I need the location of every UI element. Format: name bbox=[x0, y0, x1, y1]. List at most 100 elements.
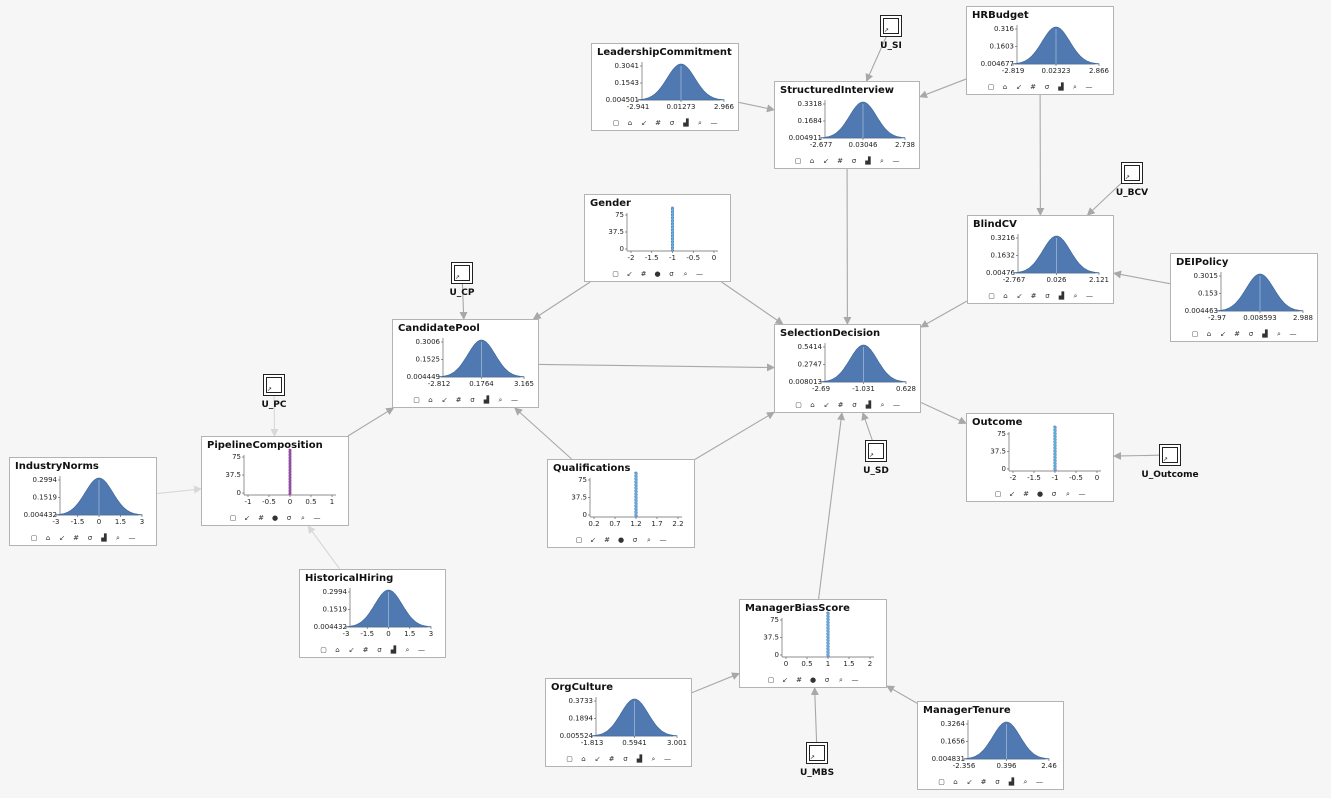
magnifier-icon[interactable]: ⌕ bbox=[839, 676, 843, 684]
arrow-icon[interactable]: ↙ bbox=[782, 676, 788, 684]
dot-icon[interactable]: ● bbox=[654, 270, 661, 278]
square-icon[interactable]: ▢ bbox=[413, 396, 420, 404]
magnifier-icon[interactable]: ⌕ bbox=[1277, 330, 1281, 338]
arrow-icon[interactable]: ↙ bbox=[641, 119, 647, 127]
magnifier-icon[interactable]: ⌕ bbox=[1066, 490, 1070, 498]
dash-icon[interactable]: — bbox=[1036, 778, 1043, 786]
sigma-icon[interactable]: σ bbox=[824, 676, 830, 684]
dash-icon[interactable]: — bbox=[696, 270, 703, 278]
arrow-icon[interactable]: ↙ bbox=[823, 401, 830, 409]
dash-icon[interactable]: — bbox=[892, 157, 900, 165]
sigma-icon[interactable]: σ bbox=[623, 755, 628, 763]
square-icon[interactable]: ▢ bbox=[229, 514, 237, 522]
sigma-icon[interactable]: σ bbox=[852, 401, 857, 409]
hash-icon[interactable]: # bbox=[640, 270, 647, 278]
card-icon[interactable]: ⌂ bbox=[627, 119, 633, 127]
bars-icon[interactable]: ▟ bbox=[390, 646, 397, 654]
magnifier-icon[interactable]: ⌕ bbox=[647, 536, 651, 544]
magnifier-icon[interactable]: ⌕ bbox=[880, 401, 885, 409]
sigma-icon[interactable]: σ bbox=[1044, 83, 1050, 91]
hash-icon[interactable]: # bbox=[608, 755, 615, 763]
hash-icon[interactable]: # bbox=[73, 534, 79, 542]
bars-icon[interactable]: ▟ bbox=[1262, 330, 1268, 338]
dot-icon[interactable]: ● bbox=[271, 514, 279, 522]
hash-icon[interactable]: # bbox=[1023, 490, 1029, 498]
dash-icon[interactable]: — bbox=[710, 119, 718, 127]
square-icon[interactable]: ▢ bbox=[938, 778, 945, 786]
bars-icon[interactable]: ▟ bbox=[683, 119, 689, 127]
magnifier-icon[interactable]: ⌕ bbox=[301, 514, 305, 522]
dot-icon[interactable]: ● bbox=[1036, 490, 1044, 498]
bars-icon[interactable]: ▟ bbox=[636, 755, 643, 763]
node-u-cp[interactable]: ↗ bbox=[451, 262, 473, 284]
sigma-icon[interactable]: σ bbox=[995, 778, 1000, 786]
bars-icon[interactable]: ▟ bbox=[1058, 292, 1065, 300]
sigma-icon[interactable]: σ bbox=[632, 536, 638, 544]
hash-icon[interactable]: # bbox=[796, 676, 802, 684]
hash-icon[interactable]: # bbox=[455, 396, 462, 404]
card-icon[interactable]: ⌂ bbox=[428, 396, 433, 404]
arrow-icon[interactable]: ↙ bbox=[348, 646, 355, 654]
square-icon[interactable]: ▢ bbox=[767, 676, 775, 684]
dot-icon[interactable]: ● bbox=[617, 536, 625, 544]
arrow-icon[interactable]: ↙ bbox=[590, 536, 596, 544]
card-icon[interactable]: ⌂ bbox=[335, 646, 340, 654]
magnifier-icon[interactable]: ⌕ bbox=[1073, 292, 1078, 300]
square-icon[interactable]: ▢ bbox=[320, 646, 327, 654]
square-icon[interactable]: ▢ bbox=[794, 157, 802, 165]
square-icon[interactable]: ▢ bbox=[1191, 330, 1199, 338]
card-icon[interactable]: ⌂ bbox=[809, 157, 815, 165]
dash-icon[interactable]: — bbox=[1289, 330, 1297, 338]
sigma-icon[interactable]: σ bbox=[669, 119, 675, 127]
arrow-icon[interactable]: ↙ bbox=[823, 157, 829, 165]
node-u-mbs[interactable]: ↗ bbox=[806, 742, 828, 764]
square-icon[interactable]: ▢ bbox=[994, 490, 1002, 498]
dash-icon[interactable]: — bbox=[893, 401, 900, 409]
arrow-icon[interactable]: ↙ bbox=[59, 534, 65, 542]
node-u-bcv[interactable]: ↗ bbox=[1121, 162, 1143, 184]
hash-icon[interactable]: # bbox=[1234, 330, 1240, 338]
hash-icon[interactable]: # bbox=[1030, 83, 1036, 91]
node-u-pc[interactable]: ↗ bbox=[263, 374, 285, 396]
hash-icon[interactable]: # bbox=[980, 778, 987, 786]
hash-icon[interactable]: # bbox=[837, 157, 843, 165]
bars-icon[interactable]: ▟ bbox=[865, 401, 872, 409]
sigma-icon[interactable]: σ bbox=[1248, 330, 1254, 338]
magnifier-icon[interactable]: ⌕ bbox=[683, 270, 688, 278]
dash-icon[interactable]: — bbox=[1086, 292, 1093, 300]
dot-icon[interactable]: ● bbox=[809, 676, 817, 684]
card-icon[interactable]: ⌂ bbox=[810, 401, 815, 409]
node-u-sd[interactable]: ↗ bbox=[865, 440, 887, 462]
square-icon[interactable]: ▢ bbox=[987, 83, 995, 91]
arrow-icon[interactable]: ↙ bbox=[1009, 490, 1015, 498]
magnifier-icon[interactable]: ⌕ bbox=[498, 396, 503, 404]
sigma-icon[interactable]: σ bbox=[470, 396, 475, 404]
magnifier-icon[interactable]: ⌕ bbox=[1023, 778, 1028, 786]
bars-icon[interactable]: ▟ bbox=[865, 157, 871, 165]
square-icon[interactable]: ▢ bbox=[988, 292, 995, 300]
card-icon[interactable]: ⌂ bbox=[953, 778, 958, 786]
hash-icon[interactable]: # bbox=[362, 646, 369, 654]
square-icon[interactable]: ▢ bbox=[30, 534, 38, 542]
card-icon[interactable]: ⌂ bbox=[1002, 83, 1008, 91]
hash-icon[interactable]: # bbox=[655, 119, 661, 127]
hash-icon[interactable]: # bbox=[1030, 292, 1037, 300]
arrow-icon[interactable]: ↙ bbox=[1016, 292, 1023, 300]
square-icon[interactable]: ▢ bbox=[795, 401, 802, 409]
bars-icon[interactable]: ▟ bbox=[101, 534, 107, 542]
arrow-icon[interactable]: ↙ bbox=[441, 396, 448, 404]
bars-icon[interactable]: ▟ bbox=[1058, 83, 1064, 91]
magnifier-icon[interactable]: ⌕ bbox=[651, 755, 656, 763]
hash-icon[interactable]: # bbox=[837, 401, 844, 409]
